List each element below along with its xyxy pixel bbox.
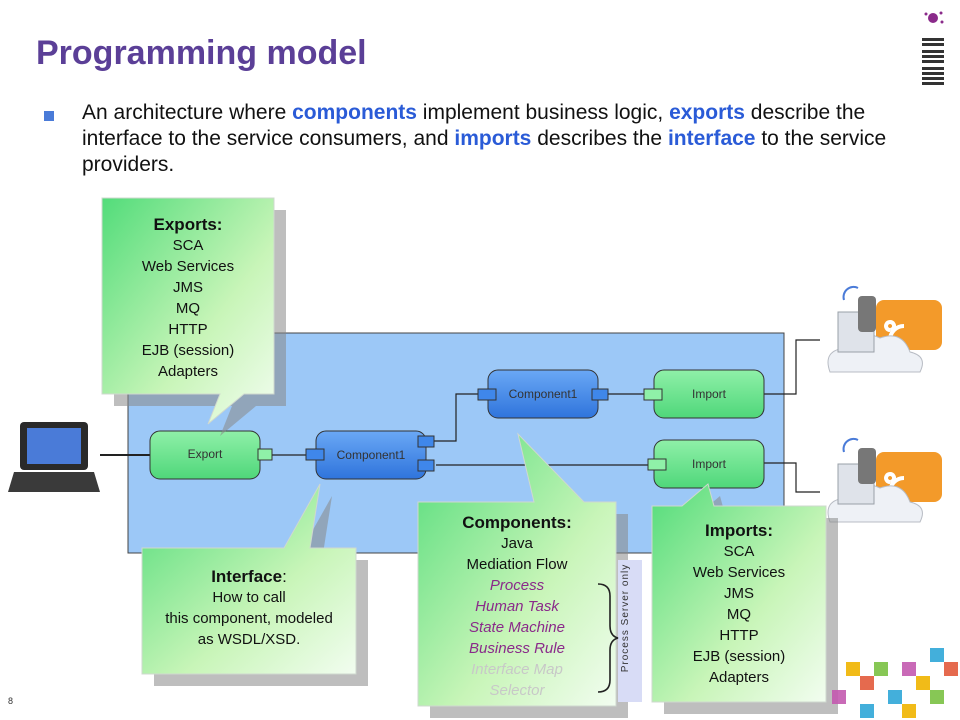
interface-callout: Interface: How to call this component, m… bbox=[142, 566, 356, 650]
decorative-mosaic bbox=[832, 648, 958, 718]
components-item-purple: Human Task bbox=[475, 598, 559, 615]
exports-callout: Exports: SCA Web Services JMS MQ HTTP EJ… bbox=[102, 214, 274, 382]
bullet-seg-3: describe the interface to the service co… bbox=[82, 101, 866, 150]
component-left-label: Component1 bbox=[336, 448, 406, 462]
component-top-label: Component1 bbox=[508, 387, 578, 401]
keyword-imports: imports bbox=[454, 127, 532, 150]
import-top-label: Import bbox=[691, 387, 726, 401]
exports-item: Web Services bbox=[141, 258, 235, 275]
component-top-port-in bbox=[477, 388, 497, 401]
ibm-logo bbox=[922, 11, 944, 85]
exports-item: SCA bbox=[172, 237, 204, 254]
slide-title: Programming model bbox=[36, 34, 367, 72]
imports-title: Imports: bbox=[705, 521, 773, 540]
keyword-components: components bbox=[292, 101, 417, 124]
components-item-faded: Selector bbox=[489, 682, 545, 699]
imports-item: Web Services bbox=[692, 564, 786, 581]
imports-item: MQ bbox=[726, 606, 752, 623]
process-server-bar bbox=[618, 560, 642, 702]
component-left-port-out-1 bbox=[417, 435, 435, 448]
imports-callout: Imports: SCA Web Services JMS MQ HTTP EJ… bbox=[652, 520, 826, 688]
keyword-interface: interface bbox=[667, 127, 756, 150]
bullet-seg-4: describes the bbox=[531, 127, 668, 150]
export-label: Export bbox=[187, 447, 223, 461]
bullet-seg-5: to the service providers. bbox=[82, 127, 887, 176]
imports-item: JMS bbox=[724, 585, 754, 602]
components-item-purple: Process bbox=[489, 577, 545, 594]
bullet-marker bbox=[44, 111, 54, 121]
component-left-port-out-2 bbox=[417, 459, 435, 472]
exports-item: EJB (session) bbox=[141, 342, 235, 359]
exports-item: MQ bbox=[175, 300, 201, 317]
phone-cloud-icon bbox=[827, 285, 942, 373]
components-item-purple: Business Rule bbox=[469, 640, 565, 657]
components-item-faded: Interface Map bbox=[471, 661, 563, 678]
exports-item: HTTP bbox=[168, 321, 208, 338]
interface-title: Interface bbox=[211, 567, 283, 586]
interface-line: this component, modeled bbox=[165, 610, 333, 627]
imports-item: Adapters bbox=[708, 669, 770, 686]
component-left-port-in bbox=[305, 448, 325, 461]
component-top-port-out bbox=[591, 388, 609, 401]
imports-item: SCA bbox=[723, 543, 755, 560]
import-bottom-port bbox=[647, 458, 667, 471]
bullet-seg-1: An architecture where bbox=[82, 101, 293, 124]
components-item-purple: State Machine bbox=[469, 619, 565, 636]
keyword-exports: exports bbox=[669, 101, 745, 124]
exports-item: Adapters bbox=[157, 363, 219, 380]
import-bottom-label: Import bbox=[691, 457, 726, 471]
imports-item: HTTP bbox=[719, 627, 759, 644]
phone-cloud-icon bbox=[827, 437, 942, 523]
export-port bbox=[257, 448, 273, 461]
components-callout: Components: Java Mediation Flow Process … bbox=[418, 512, 616, 701]
components-title: Components: bbox=[462, 513, 572, 532]
bullet-text: An architecture where components impleme… bbox=[82, 100, 932, 178]
page-number: 8 bbox=[8, 696, 14, 706]
process-server-label: Process Server only bbox=[620, 563, 631, 673]
interface-title-suffix: : bbox=[282, 567, 287, 586]
interface-line: How to call bbox=[212, 589, 286, 606]
laptop-icon bbox=[8, 422, 100, 492]
bullet-seg-2: implement business logic, bbox=[416, 101, 670, 124]
imports-item: EJB (session) bbox=[692, 648, 786, 665]
components-item: Java bbox=[501, 535, 533, 552]
process-server-brace bbox=[597, 583, 619, 693]
exports-title: Exports: bbox=[153, 215, 223, 234]
exports-item: JMS bbox=[173, 279, 203, 296]
components-item: Mediation Flow bbox=[466, 556, 568, 573]
import-top-port bbox=[643, 388, 663, 401]
interface-line: as WSDL/XSD. bbox=[197, 631, 301, 648]
